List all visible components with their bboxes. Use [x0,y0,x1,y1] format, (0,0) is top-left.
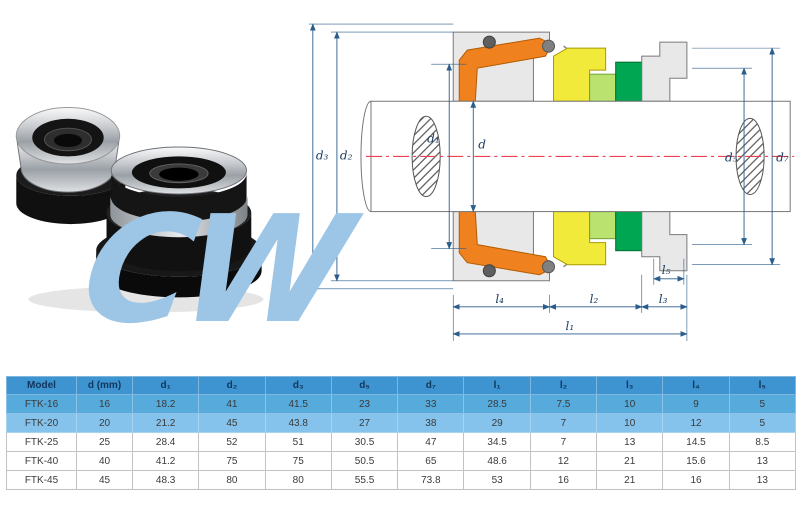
dim-label-l3: l₃ [659,292,668,306]
table-cell: 30.5 [330,432,399,452]
column-header: d₁ [131,376,200,395]
table-cell: 41 [198,394,266,414]
table-cell: 7.5 [529,394,598,414]
seal-assembly [96,146,262,298]
table-cell: 5 [728,413,797,433]
table-cell: 50.5 [330,451,399,471]
table-cell: 10 [596,413,664,433]
table-cell: 51 [264,432,332,452]
table-cell: 73.8 [397,470,465,490]
table-cell: 21 [596,470,664,490]
column-header: d₅ [330,376,399,395]
table-cell: FTK-40 [6,451,77,471]
column-header: l₂ [529,376,598,395]
dim-label-d1: d₁ [427,131,440,145]
table-cell: 13 [728,451,797,471]
seal-stationary-seat [15,107,121,193]
table-cell: 38 [397,413,465,433]
dim-label-d3: d₃ [316,148,329,162]
seal-section-lower [452,210,688,282]
table-cell: FTK-45 [6,470,77,490]
table-cell: 48.3 [131,470,200,490]
table-cell: 47 [397,432,465,452]
table-cell: 16 [529,470,598,490]
column-header: l₅ [728,376,797,395]
table-cell: 21 [596,451,664,471]
column-header: Model [6,376,77,395]
table-cell: 23 [330,394,399,414]
column-header: d₇ [397,376,465,395]
table-cell: 28.5 [463,394,531,414]
dimension-lines [308,23,781,341]
table-cell: 28.4 [131,432,200,452]
dim-label-l2: l₂ [590,292,599,306]
dim-label-l1: l₁ [566,319,575,333]
table-cell: 27 [330,413,399,433]
table-cell: 13 [728,470,797,490]
table-cell: 33 [397,394,465,414]
dim-label-d7: d₇ [776,150,789,164]
table-cell: 14.5 [662,432,730,452]
table-cell: 34.5 [463,432,531,452]
table-cell: 48.6 [463,451,531,471]
table-cell: 8.5 [728,432,797,452]
table-cell: FTK-25 [6,432,77,452]
table-cell: 43.8 [264,413,332,433]
table-cell: 45 [198,413,266,433]
table-cell: 18.2 [131,394,200,414]
table-cell: 15.6 [662,451,730,471]
table-cell: 10 [596,394,664,414]
table-cell: 12 [662,413,730,433]
table-cell: FTK-20 [6,413,77,433]
table-cell: 16 [662,470,730,490]
column-header: d (mm) [76,376,133,395]
table-cell: 40 [76,451,133,471]
table-cell: 20 [76,413,133,433]
column-header: l₃ [596,376,664,395]
column-header: l₁ [463,376,531,395]
table-cell: 55.5 [330,470,399,490]
table-cell: 16 [76,394,133,414]
table-cell: 13 [596,432,664,452]
table-cell: 80 [264,470,332,490]
dim-label-l5: l₅ [662,263,671,277]
table-cell: 29 [463,413,531,433]
table-cell: 45 [76,470,133,490]
table-cell: 9 [662,394,730,414]
column-header: d₃ [264,376,332,395]
table-cell: 75 [264,451,332,471]
table-cell: 65 [397,451,465,471]
table-cell: 7 [529,432,598,452]
table-cell: 12 [529,451,598,471]
column-header: l₄ [662,376,730,395]
column-header: d₂ [198,376,266,395]
table-cell: 25 [76,432,133,452]
table-cell: 21.2 [131,413,200,433]
table-cell: 80 [198,470,266,490]
table-cell: 52 [198,432,266,452]
table-cell: 41.5 [264,394,332,414]
product-photo [15,107,264,313]
seal-section-upper [452,31,688,103]
technical-drawing: d₃ d₂ d₁ d d₅ d₇ l₅ l₄ l₂ l₃ l₁ [308,23,795,341]
table-cell: 7 [529,413,598,433]
table-cell: 41.2 [131,451,200,471]
table-cell: 75 [198,451,266,471]
table-cell: 53 [463,470,531,490]
table-cell: 5 [728,394,797,414]
table-cell: FTK-16 [6,394,77,414]
dim-label-l4: l₄ [495,292,504,306]
dim-label-d5: d₅ [725,150,738,164]
dim-label-d: d [478,137,486,151]
dim-label-d2: d₂ [340,148,353,162]
